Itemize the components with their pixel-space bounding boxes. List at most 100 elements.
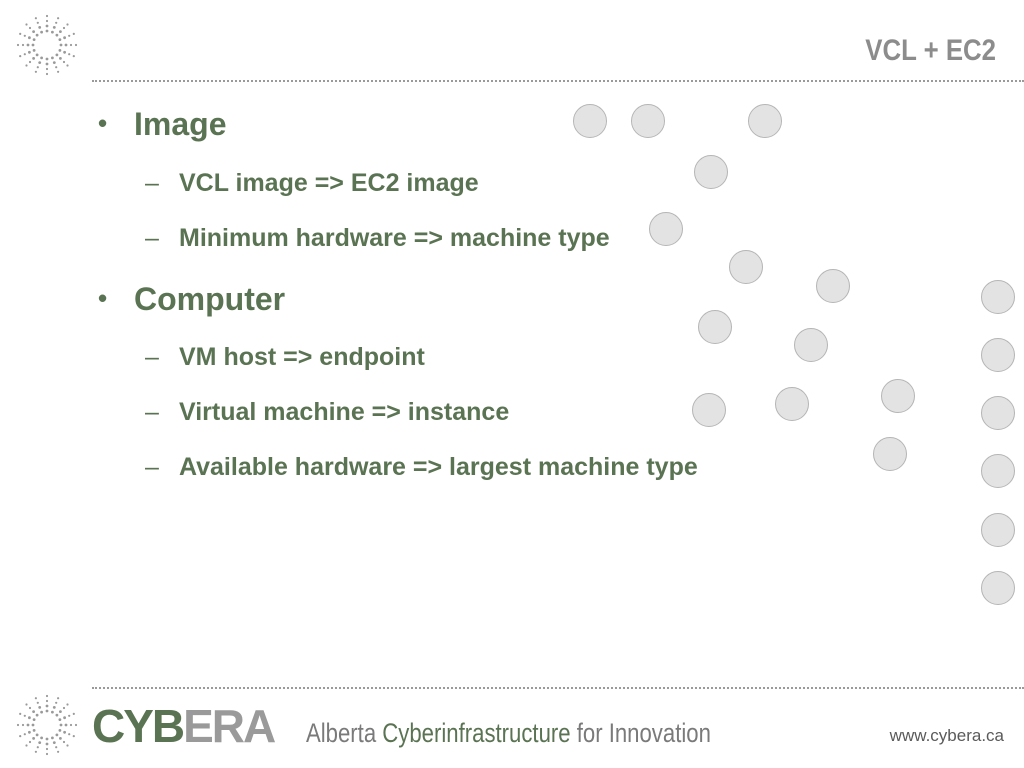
slide-title: VCL + EC2 <box>865 34 996 67</box>
bullet-icon: • <box>98 108 108 138</box>
sub-bullet-text: Available hardware => largest machine ty… <box>179 453 698 481</box>
logo-dot <box>45 57 49 61</box>
logo-dot <box>62 740 66 744</box>
dash-icon: – <box>145 343 159 371</box>
bottom-divider <box>92 687 1024 689</box>
logo-dot <box>63 36 66 40</box>
logo-dot <box>28 730 31 734</box>
decor-circle <box>981 454 1015 488</box>
logo-dot <box>28 36 31 40</box>
logo-dot <box>59 57 62 60</box>
sub-bullet: – Available hardware => largest machine … <box>145 453 698 482</box>
logo-dot <box>34 697 37 700</box>
tagline: Alberta Cyberinfrastructure for Innovati… <box>306 718 711 749</box>
sub-bullet: – VM host => endpoint <box>145 343 425 372</box>
logo-dot <box>52 741 56 744</box>
bullet-computer: • Computer <box>98 281 286 318</box>
logo-dot <box>45 72 49 76</box>
logo-dot <box>16 43 20 47</box>
logo-dot <box>57 17 60 20</box>
logo-dot <box>57 750 60 753</box>
logo-dot <box>66 64 69 67</box>
logo-dot <box>21 43 25 47</box>
logo-dot <box>45 14 49 18</box>
logo-dot <box>26 723 30 727</box>
logo-dot <box>52 26 56 29</box>
logo-dot <box>55 746 58 749</box>
logo-dot <box>45 62 49 66</box>
logo-dot <box>74 723 78 727</box>
logo-dot <box>36 66 39 69</box>
decor-circle <box>981 396 1015 430</box>
logo-dot <box>66 23 69 26</box>
sub-bullet: – Virtual machine => instance <box>145 398 509 427</box>
decor-circle <box>775 387 809 421</box>
logo-dot <box>59 43 63 47</box>
logo-dot <box>55 713 59 717</box>
logo-dot <box>45 737 49 741</box>
logo-dot <box>38 61 42 64</box>
bullet-text: Image <box>134 106 227 142</box>
logo-dot <box>45 747 49 751</box>
logo-dot <box>72 55 75 58</box>
logo-dot <box>19 712 22 715</box>
logo-dot <box>58 729 62 732</box>
logo-dot <box>38 706 42 709</box>
logo-dot <box>34 17 37 20</box>
dash-icon: – <box>145 224 159 252</box>
decor-circle <box>573 104 607 138</box>
logo-dot <box>40 710 43 714</box>
decor-circle <box>816 269 850 303</box>
logo-dot <box>55 21 58 24</box>
logo-dot <box>72 32 75 35</box>
logo-dot <box>25 744 28 747</box>
logo-dot <box>31 723 35 727</box>
logo-dot <box>45 752 49 756</box>
bullet-text: Computer <box>134 281 286 317</box>
logo-part2: ERA <box>183 700 276 752</box>
logo-dot <box>59 737 62 740</box>
tagline-part3: for Innovation <box>570 718 711 748</box>
logo-dot <box>45 67 49 71</box>
logo-dot <box>19 55 22 58</box>
logo-dot <box>62 706 66 710</box>
logo-dot <box>68 733 71 736</box>
logo-dot <box>45 699 49 703</box>
logo-dot <box>32 38 36 41</box>
logo-dot <box>40 30 43 34</box>
bullet-icon: • <box>98 283 108 313</box>
logo-dot <box>31 43 35 47</box>
sub-bullet-text: VCL image => EC2 image <box>179 169 479 197</box>
logo-dot <box>23 53 26 56</box>
cybera-sunburst-icon <box>16 14 78 76</box>
logo-dot <box>16 723 20 727</box>
logo-dot <box>32 57 35 60</box>
logo-dot <box>36 21 39 24</box>
logo-dot <box>35 33 39 37</box>
decor-circle <box>981 280 1015 314</box>
logo-dot <box>32 710 35 713</box>
logo-dot <box>68 714 71 717</box>
logo-dot <box>45 19 49 23</box>
sub-bullet: – Minimum hardware => machine type <box>145 224 610 253</box>
logo-dot <box>35 713 39 717</box>
sub-bullet: – VCL image => EC2 image <box>145 169 479 198</box>
logo-dot <box>26 43 30 47</box>
logo-dot <box>34 750 37 753</box>
logo-dot <box>57 70 60 73</box>
logo-dot <box>28 50 31 54</box>
sub-bullet-text: VM host => endpoint <box>179 343 425 371</box>
sub-bullet-text: Minimum hardware => machine type <box>179 224 610 252</box>
logo-dot <box>59 710 62 713</box>
logo-dot <box>23 733 26 736</box>
decor-circle <box>694 155 728 189</box>
logo-dot <box>64 723 68 727</box>
logo-dot <box>36 701 39 704</box>
cybera-logo: CYBERA <box>92 700 276 752</box>
decor-circle <box>881 379 915 413</box>
logo-dot <box>40 736 43 740</box>
logo-dot <box>66 703 69 706</box>
logo-dot <box>38 741 42 744</box>
logo-dot <box>28 706 32 710</box>
dash-icon: – <box>145 453 159 481</box>
